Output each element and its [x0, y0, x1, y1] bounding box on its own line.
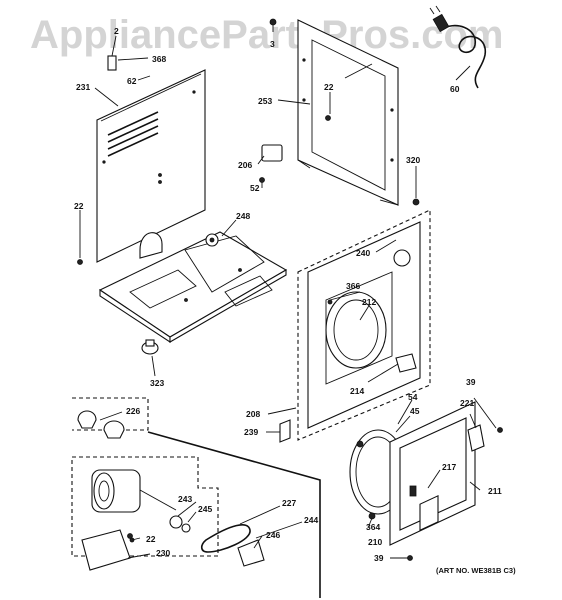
label-212: 212: [362, 297, 376, 307]
label-22-motor: 22: [146, 534, 156, 544]
label-39-upper: 39: [466, 377, 476, 387]
label-208: 208: [246, 409, 260, 419]
label-227: 227: [282, 498, 296, 508]
label-22-top: 22: [324, 82, 334, 92]
label-231: 231: [76, 82, 90, 92]
label-246: 246: [266, 530, 280, 540]
front-panel: [279, 209, 431, 443]
rear-panel: [96, 69, 206, 263]
label-214: 214: [350, 386, 364, 396]
label-320: 320: [406, 155, 420, 165]
label-253: 253: [258, 96, 272, 106]
label-323: 323: [150, 378, 164, 388]
part-labels: 2 3 368 62 231 22 253 60 206 52 320 22 2…: [74, 26, 516, 575]
label-45: 45: [410, 406, 420, 416]
top-frame: [297, 19, 399, 206]
label-239: 239: [244, 427, 258, 437]
label-244: 244: [304, 515, 318, 525]
label-54: 54: [408, 392, 418, 402]
label-217: 217: [442, 462, 456, 472]
label-2: 2: [114, 26, 119, 36]
label-221: 221: [460, 398, 474, 408]
door-assembly: [349, 401, 485, 546]
label-3: 3: [270, 39, 275, 49]
label-240: 240: [356, 248, 370, 258]
hardware-screws: [77, 18, 503, 561]
leader-lines: [79, 35, 497, 559]
label-226: 226: [126, 406, 140, 416]
art-number: (ART NO. WE381B C3): [436, 566, 516, 575]
label-364: 364: [366, 522, 380, 532]
label-39-lower: 39: [374, 553, 384, 563]
label-243: 243: [178, 494, 192, 504]
power-cord: [429, 5, 487, 89]
motor-assembly: [71, 397, 321, 598]
label-248: 248: [236, 211, 250, 221]
label-60: 60: [450, 84, 460, 94]
rear-panel-vents: [107, 111, 159, 157]
base-assembly: [98, 231, 288, 344]
label-62: 62: [127, 76, 137, 86]
watermark-text: AppliancePartsPros.com: [30, 13, 504, 57]
label-206: 206: [238, 160, 252, 170]
label-368: 368: [152, 54, 166, 64]
label-210: 210: [368, 537, 382, 547]
label-245: 245: [198, 504, 212, 514]
label-52: 52: [250, 183, 260, 193]
label-366: 366: [346, 281, 360, 291]
label-230: 230: [156, 548, 170, 558]
label-22-left: 22: [74, 201, 84, 211]
label-211: 211: [488, 486, 502, 496]
